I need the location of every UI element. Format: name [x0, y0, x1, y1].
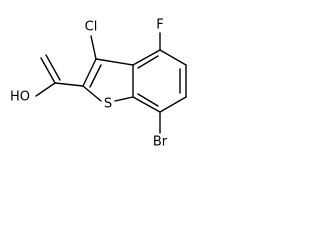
- bond-c3-c2-inner: [89, 64, 102, 88]
- atom-labels: Cl F S Br HO: [10, 18, 168, 150]
- bond-s1-c7a: [114, 96, 134, 102]
- bond-c4-c5: [159, 49, 187, 66]
- bond-c3a-c4-inner: [137, 55, 159, 69]
- bond-c7-c7a: [132, 96, 161, 113]
- bond-carboxyl-oh: [35, 82, 56, 97]
- atom-label-sulfur: S: [104, 97, 112, 112]
- bond-c7-c7a-inner: [137, 93, 159, 107]
- atom-label-hydroxyl: HO: [10, 90, 30, 105]
- atom-label-chlorine: Cl: [85, 20, 98, 35]
- chemical-structure-diagram: Cl F S Br HO: [10, 18, 187, 150]
- bond-c3-c2: [82, 58, 97, 87]
- bond-c2-s1: [82, 85, 102, 102]
- bond-c3a-c3: [95, 58, 134, 66]
- bond-c2-carboxyl: [54, 82, 84, 87]
- bond-c3a-c4: [132, 49, 161, 66]
- bond-carboxyl-double-o-a: [40, 57, 56, 84]
- bonds: [35, 32, 187, 134]
- bond-c3-cl: [90, 35, 97, 60]
- bond-c6-c7: [159, 96, 187, 113]
- atom-label-fluorine: F: [156, 18, 163, 33]
- atom-label-bromine: Br: [153, 135, 168, 150]
- bond-carboxyl-double-o-b: [45, 54, 61, 81]
